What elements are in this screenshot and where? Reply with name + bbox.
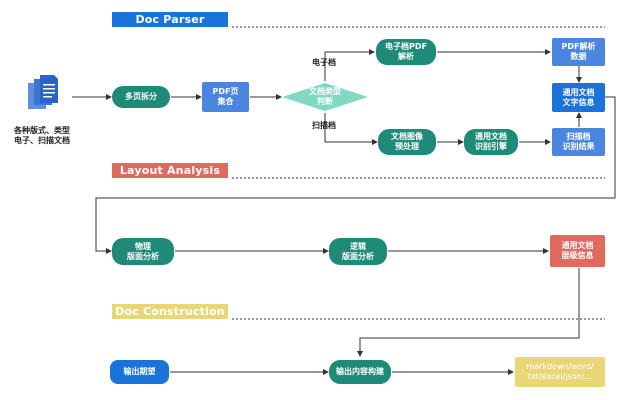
electronic-pdf-parse-label-1: 电子档PDF [385,42,427,51]
scan-result-node: 扫描档 识别结果 [552,128,605,156]
image-preprocess-node: 文档图像 预处理 [378,129,436,155]
text-info-node: 通用文档 文字信息 [552,83,605,112]
text-info-label-1: 通用文档 [562,87,595,97]
output-expectation-label: 输出期望 [123,367,156,376]
logical-layout-label-1: 逻辑 [350,241,366,251]
output-formats-node: markdown/word/ txt/excel/json/... [515,357,605,387]
logical-layout-node: 逻辑 版面分析 [329,238,387,265]
pdf-page-set-label-2: 集合 [217,97,234,106]
doc-parser-band: Doc Parser [112,12,228,27]
physical-layout-node: 物理 版面分析 [112,238,174,265]
physical-layout-label-1: 物理 [135,241,151,251]
doc-construction-band: Doc Construction [112,304,228,319]
ocr-engine-node: 通用文档 识别引擎 [464,129,518,155]
input-label: 各种版式、类型 电子、扫描文档 [6,126,78,146]
hierarchy-info-label-1: 通用文档 [561,241,594,250]
layout-analysis-band: Layout Analysis [112,163,228,178]
multi-page-split-node: 多页拆分 [112,86,170,108]
output-build-node: 输出内容构建 [329,360,391,384]
logical-layout-label-2: 版面分析 [342,251,374,261]
input-label-line2: 电子、扫描文档 [14,136,70,145]
scan-result-label-1: 扫描档 [566,132,591,141]
document-stack-icon [28,75,58,109]
output-formats-label-1: markdown/word/ [526,362,594,371]
branch-electronic-label: 电子档 [312,58,336,67]
ocr-engine-label-2: 识别引擎 [475,142,507,151]
pdf-parse-data-node: PDF解析 数据 [552,38,605,66]
pdf-parse-data-label-2: 数据 [570,52,587,61]
hierarchy-info-label-2: 层级信息 [561,251,594,260]
output-build-label: 输出内容构建 [336,367,384,376]
output-formats-label-2: txt/excel/json/... [528,372,592,381]
input-label-line1: 各种版式、类型 [14,126,70,135]
output-expectation-node: 输出期望 [110,360,169,384]
doc-type-judge-label: 文档类型 判断 [296,86,354,108]
scan-result-label-2: 识别结果 [562,142,595,151]
electronic-pdf-parse-label-2: 解析 [398,52,414,61]
pdf-page-set-node: PDF页 集合 [202,82,249,112]
section-dividers [232,26,605,320]
image-preprocess-label-1: 文档图像 [391,132,423,141]
doc-type-judge-label-2: 判断 [317,97,333,106]
electronic-pdf-parse-node: 电子档PDF 解析 [376,39,436,65]
pdf-parse-data-label-1: PDF解析 [561,42,596,51]
doc-type-judge-label-1: 文档类型 [309,87,341,96]
doc-type-judge-diamond [282,83,368,111]
image-preprocess-label-2: 预处理 [395,142,419,151]
multi-page-split-label: 多页拆分 [125,92,157,101]
branch-scan-label: 扫描档 [312,121,336,130]
physical-layout-label-2: 版面分析 [127,251,159,261]
pdf-page-set-label-1: PDF页 [212,87,239,96]
ocr-engine-label-1: 通用文档 [475,132,507,141]
hierarchy-info-node: 通用文档 层级信息 [550,235,605,267]
text-info-label-2: 文字信息 [562,97,595,107]
